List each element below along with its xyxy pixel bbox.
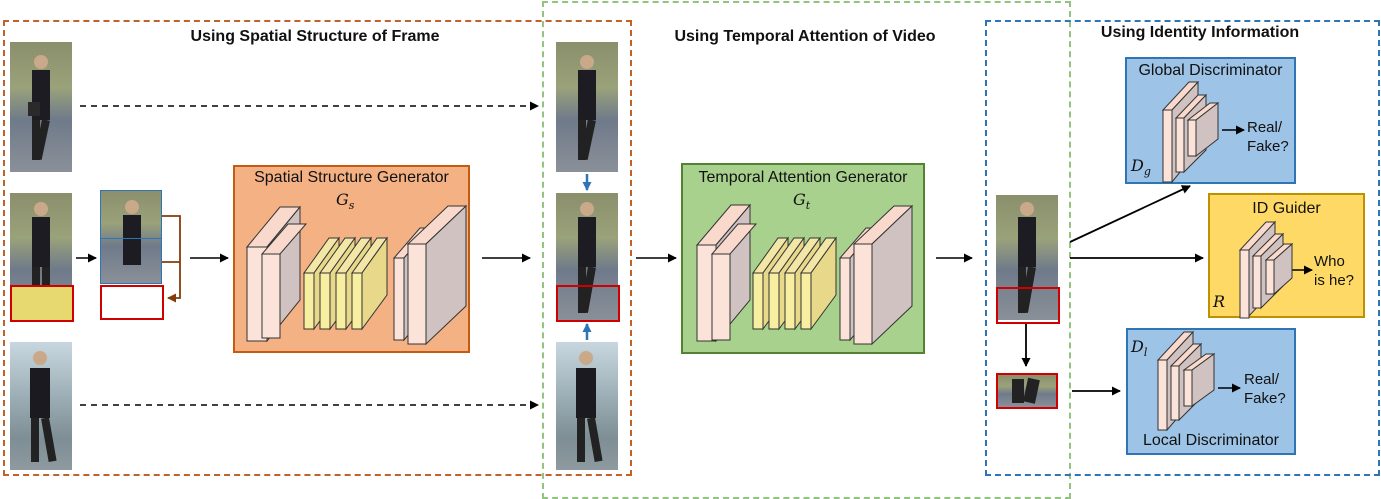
id-guider-symbol: R bbox=[1213, 292, 1226, 311]
spatial-bottleneck-layers bbox=[303, 236, 388, 331]
refined-lower-mark bbox=[996, 287, 1060, 324]
local-discriminator-output-line1: Real/ bbox=[1244, 371, 1280, 388]
temporal-generator-title: Temporal Attention Generator bbox=[698, 169, 908, 186]
temporal-section-border bbox=[542, 1, 1071, 499]
input-frame-top bbox=[10, 42, 72, 172]
global-discriminator-output-line1: Real/ bbox=[1247, 119, 1283, 136]
temporal-generator-symbol-sub: t bbox=[805, 199, 811, 213]
input-frame-bottom bbox=[10, 342, 72, 470]
temporal-generator-symbol: Gt bbox=[793, 190, 810, 212]
local-discriminator-symbol-main: D bbox=[1131, 337, 1144, 356]
arrow-to-global bbox=[1069, 185, 1191, 243]
global-discriminator-output-line2: Fake? bbox=[1247, 138, 1289, 155]
id-guider-output-line1: Who bbox=[1314, 253, 1345, 270]
upper-patch bbox=[100, 190, 162, 284]
local-discriminator-symbol: Dl bbox=[1131, 337, 1147, 359]
id-guider-title: ID Guider bbox=[1252, 200, 1321, 217]
id-guider-layers bbox=[1238, 220, 1294, 319]
output-frame-middle bbox=[556, 193, 618, 321]
global-discriminator-output: Real/ Fake? bbox=[1247, 118, 1289, 156]
output-frame-top bbox=[556, 42, 618, 172]
global-discriminator-title: Global Discriminator bbox=[1138, 62, 1283, 79]
spatial-generator-symbol: Gs bbox=[336, 190, 354, 212]
spatial-generator-symbol-sub: s bbox=[348, 199, 355, 213]
global-discriminator-symbol-sub: g bbox=[1143, 165, 1151, 179]
input-frame-middle bbox=[10, 193, 72, 321]
patch-divider bbox=[101, 238, 161, 239]
id-guider-output-line2: is he? bbox=[1314, 272, 1355, 289]
identity-section-title: Using Identity Information bbox=[1100, 24, 1300, 41]
local-discriminator-output-line2: Fake? bbox=[1244, 390, 1286, 407]
temporal-encoder-layers bbox=[695, 203, 758, 343]
temporal-bottleneck-layers bbox=[752, 236, 837, 331]
occlusion-mark-input bbox=[10, 285, 74, 322]
local-discriminator-title: Local Discriminator bbox=[1142, 432, 1280, 449]
spatial-encoder-layers bbox=[245, 205, 308, 343]
spatial-generator-title: Spatial Structure Generator bbox=[254, 169, 449, 186]
identity-section-border bbox=[985, 20, 1380, 476]
output-frame-bottom bbox=[556, 342, 618, 470]
local-discriminator-layers bbox=[1156, 330, 1216, 432]
occlusion-mark-output bbox=[556, 285, 620, 322]
temporal-section-title: Using Temporal Attention of Video bbox=[674, 28, 936, 45]
spatial-section-title: Using Spatial Structure of Frame bbox=[190, 28, 440, 45]
global-discriminator-symbol: Dg bbox=[1131, 156, 1151, 178]
global-discriminator-layers bbox=[1161, 80, 1220, 184]
spatial-section-border bbox=[3, 20, 632, 476]
local-discriminator-symbol-sub: l bbox=[1143, 346, 1148, 360]
local-discriminator-output: Real/ Fake? bbox=[1244, 370, 1286, 408]
flip-bracket bbox=[162, 215, 181, 303]
temporal-generator-symbol-main: G bbox=[793, 190, 806, 209]
global-discriminator-symbol-main: D bbox=[1131, 156, 1144, 175]
cropped-lower-patch bbox=[996, 373, 1058, 409]
spatial-generator-symbol-main: G bbox=[336, 190, 349, 209]
temporal-decoder-layers bbox=[838, 204, 914, 346]
spatial-decoder-layers bbox=[392, 204, 468, 346]
missing-lower-patch bbox=[100, 285, 164, 320]
refined-frame bbox=[996, 195, 1058, 320]
id-guider-output: Who is he? bbox=[1314, 252, 1354, 290]
occluder-box bbox=[10, 285, 72, 321]
